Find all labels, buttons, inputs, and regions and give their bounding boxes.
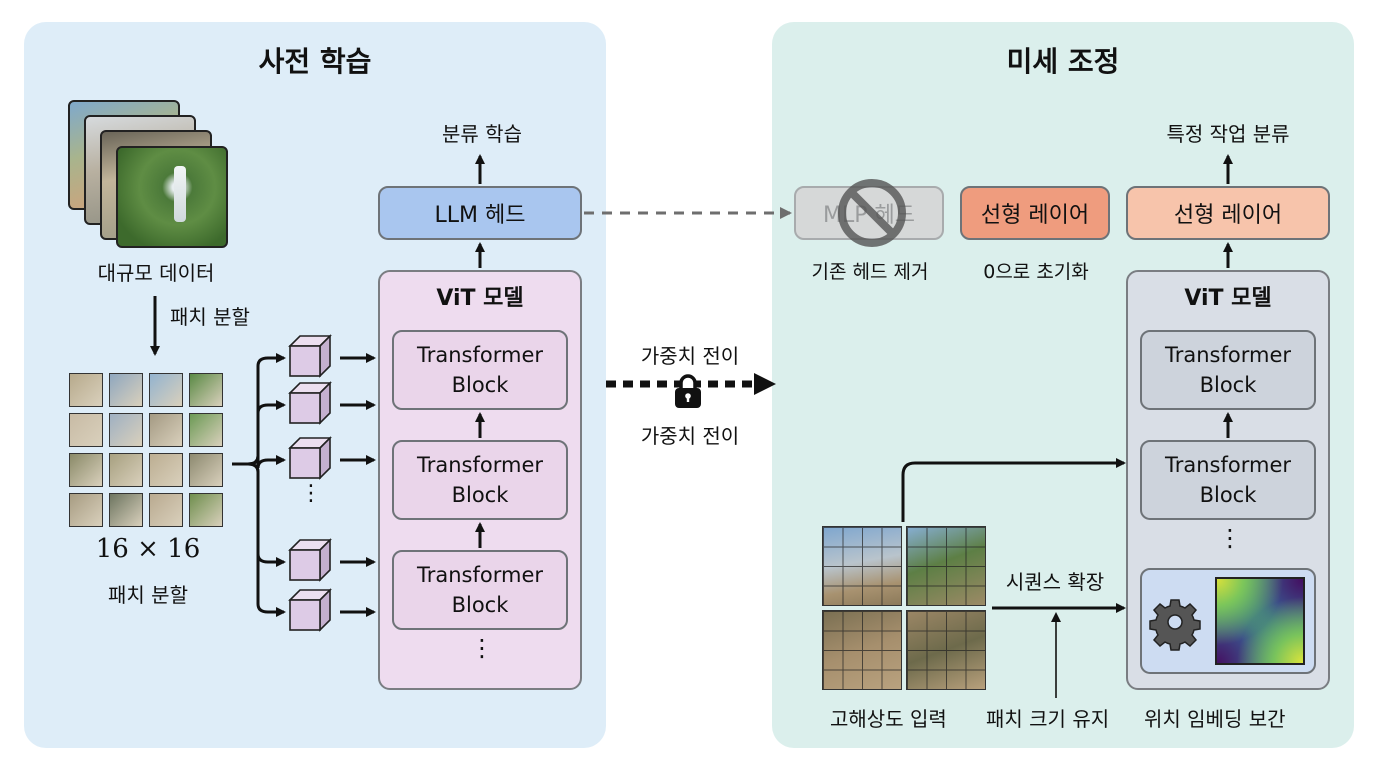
token-branch-arrows <box>232 353 376 617</box>
token-ellipsis: ⋮ <box>300 481 322 506</box>
pretraining-title: 사전 학습 <box>258 45 372 78</box>
transformer-block: Transformer Block <box>392 440 568 520</box>
hires-image-quadrant <box>822 526 902 606</box>
waterfall <box>174 166 186 222</box>
branch-arrow <box>232 400 286 466</box>
vit-title: ViT 모델 <box>436 286 524 311</box>
finetuning-title: 미세 조정 <box>1006 45 1120 78</box>
token-cube <box>288 538 332 582</box>
zero-init-caption: 0으로 초기화 <box>983 261 1089 283</box>
transformer-block: Transformer Block <box>392 550 568 630</box>
transformer-block: Transformer Block <box>392 330 568 410</box>
token-cube <box>288 436 332 480</box>
weight-transfer-label-top: 가중치 전이 <box>640 344 740 368</box>
lock-icon <box>675 374 701 408</box>
image-patch <box>109 413 143 447</box>
patch-size-label: 16 × 16 <box>95 534 201 564</box>
caption-position-embedding-interp: 위치 임베딩 보간 <box>1144 707 1286 731</box>
image-patch <box>69 373 103 407</box>
classification-training-label: 분류 학습 <box>442 122 522 146</box>
prohibited-icon <box>838 179 906 247</box>
image-patch <box>189 373 223 407</box>
split-label: 패치 분할 <box>170 305 250 329</box>
image-patch <box>69 493 103 527</box>
token-cube <box>288 381 332 425</box>
image-patch <box>149 493 183 527</box>
vit-title: ViT 모델 <box>1184 286 1272 311</box>
patch-caption: 패치 분할 <box>108 583 188 607</box>
token-cube <box>288 334 332 378</box>
llm-head-box: LLM 헤드 <box>378 186 582 240</box>
dataset-image <box>116 146 228 248</box>
image-patch <box>149 373 183 407</box>
zero-init-linear-layer-box: 선형 레이어 <box>960 186 1110 240</box>
linear-layer-box: 선형 레이어 <box>1126 186 1330 240</box>
hires-image-quadrant <box>822 610 902 690</box>
weight-transfer-label-bottom: 가중치 전이 <box>640 424 740 448</box>
position-embedding-heatmap <box>1215 577 1305 665</box>
hires-image-quadrant <box>906 610 986 690</box>
image-patch <box>109 453 143 487</box>
image-patch <box>189 493 223 527</box>
image-patch <box>69 453 103 487</box>
image-patch <box>149 453 183 487</box>
caption-keep-patch-size: 패치 크기 유지 <box>986 707 1110 731</box>
transformer-block: Transformer Block <box>1140 330 1316 410</box>
sequence-extension-label: 시퀀스 확장 <box>1005 570 1105 594</box>
image-patch <box>109 493 143 527</box>
removed-head-caption: 기존 헤드 제거 <box>811 261 929 283</box>
token-cube <box>288 588 332 632</box>
hires-image-quadrant <box>906 526 986 606</box>
transformer-block: Transformer Block <box>1140 440 1316 520</box>
branch-arrow <box>232 462 286 617</box>
gear-icon <box>1149 599 1201 651</box>
task-classification-label: 특정 작업 분류 <box>1166 122 1290 146</box>
image-patch <box>189 413 223 447</box>
image-patch <box>69 413 103 447</box>
branch-arrow <box>232 455 286 469</box>
hires-to-block-arrow <box>901 458 1126 522</box>
caption-high-res-input: 고해상도 입력 <box>830 707 947 731</box>
dataset-label: 대규모 데이터 <box>97 261 215 285</box>
image-patch <box>149 413 183 447</box>
image-patch <box>109 373 143 407</box>
image-patch <box>189 453 223 487</box>
